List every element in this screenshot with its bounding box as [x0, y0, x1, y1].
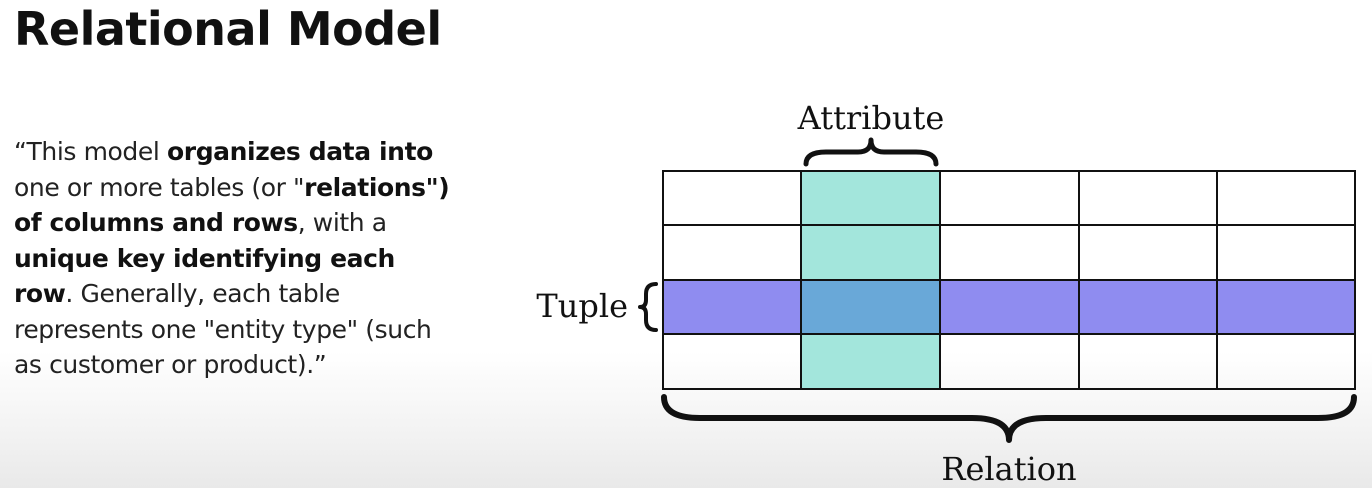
attribute-brace [803, 137, 939, 167]
tuple-attribute-overlap [801, 280, 940, 334]
quote-emphasis: unique key identifying each row [14, 243, 395, 309]
tuple-row-highlight [663, 280, 1355, 334]
definition-quote: “This model organizes data into one or m… [14, 134, 454, 383]
relation-brace [661, 394, 1357, 443]
relation-label: Relation [941, 450, 1076, 488]
slide-title: Relational Model [14, 2, 442, 56]
quote-emphasis: organizes data into [166, 137, 433, 166]
quote-text: . Generally, each table represents one "… [14, 279, 432, 379]
quote-text: “This model [14, 137, 167, 166]
quote-emphasis: relations") of columns and rows [14, 172, 450, 238]
attribute-label: Attribute [797, 99, 945, 137]
relation-table-grid [662, 170, 1356, 390]
tuple-brace [638, 282, 658, 332]
quote-text: , with a [297, 208, 387, 237]
quote-text: one or more tables (or " [14, 172, 305, 202]
tuple-label: Tuple [536, 287, 628, 325]
